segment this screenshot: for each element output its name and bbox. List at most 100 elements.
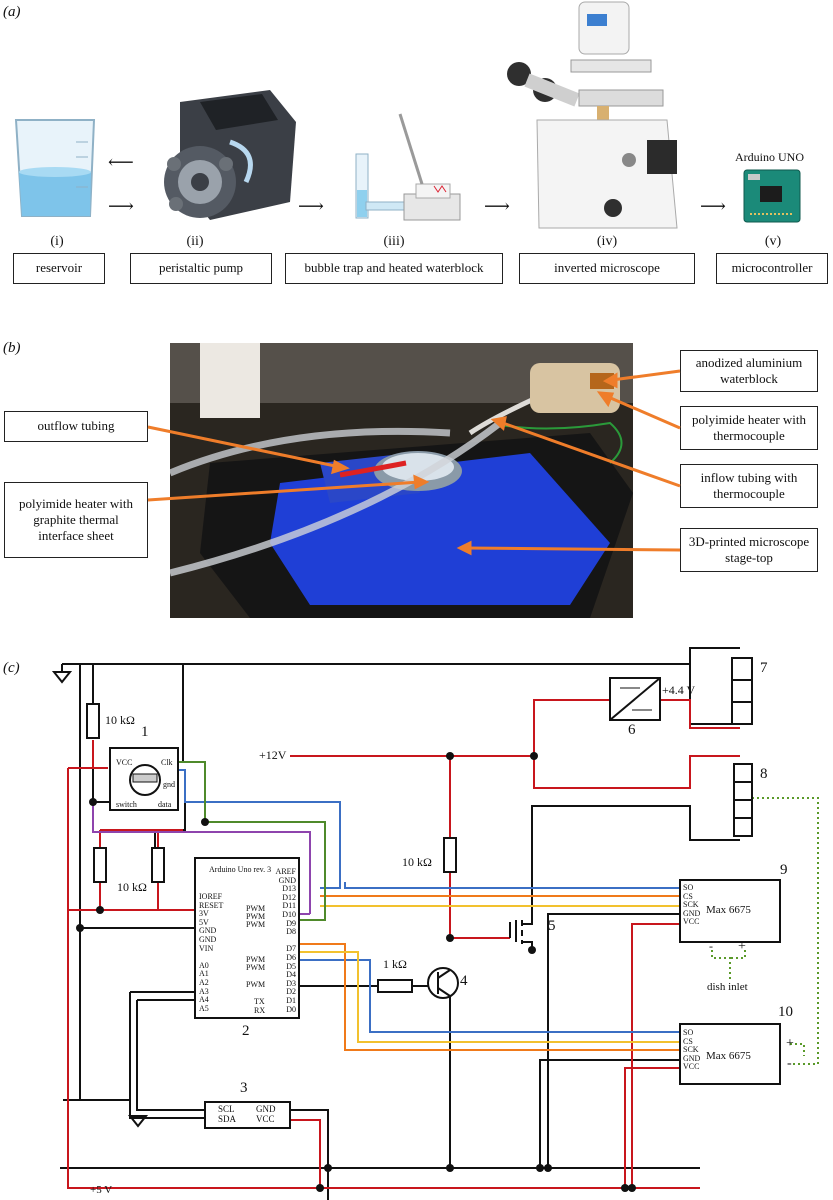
pwm-label: PWM — [246, 963, 266, 972]
max-pin: CS — [683, 891, 693, 901]
setup-photo — [170, 343, 633, 618]
encoder-pin: switch — [116, 800, 137, 809]
pwm-label: PWM — [246, 912, 266, 921]
component-number: 1 — [141, 724, 149, 740]
component-number: 10 — [778, 1004, 793, 1020]
max-pin: CS — [683, 1036, 693, 1046]
label-microcontroller: microcontroller — [716, 253, 828, 284]
arduino-title: Arduino Uno rev. 3 — [209, 865, 272, 874]
arduino-pin: A0 — [199, 960, 209, 970]
arduino-pin: A5 — [199, 1003, 209, 1013]
callout-waterblock: anodized aluminium waterblock — [680, 350, 818, 392]
arduino-pin: RESET — [199, 900, 224, 910]
encoder-pin: VCC — [116, 758, 133, 767]
arduino-pin: GND — [199, 926, 217, 936]
pwm-label: PWM — [246, 955, 266, 964]
callout-heater-graphite: polyimide heater with graphite thermal i… — [4, 482, 148, 558]
dish-inlet-label: dish inlet — [707, 981, 748, 993]
arduino-pin: AREF — [275, 867, 296, 876]
peristaltic-pump-icon — [164, 90, 296, 220]
display-pin: SCL — [218, 1104, 235, 1114]
max-pin: SCK — [683, 1045, 699, 1055]
pwm-label: PWM — [246, 904, 266, 913]
minus-sign: - — [787, 1056, 792, 1071]
resistor-label: 1 kΩ — [383, 957, 407, 971]
arduino-pin: D12 — [282, 892, 296, 902]
arduino-pin: D8 — [286, 927, 296, 937]
arduino-pin: D5 — [286, 961, 296, 971]
max-pin: GND — [683, 908, 701, 918]
plus-sign: + — [786, 1036, 794, 1051]
rx-label: RX — [254, 1006, 266, 1015]
callout-heater-thermocouple: polyimide heater with thermocouple — [680, 406, 818, 450]
max-pin: GND — [683, 1053, 701, 1063]
arrow-right-icon: ⟶ — [108, 196, 134, 216]
callout-inflow-tubing: inflow tubing with thermocouple — [680, 464, 818, 508]
arduino-pin: D2 — [286, 987, 296, 997]
component-number: 6 — [628, 722, 636, 738]
item-number: (iv) — [596, 234, 618, 249]
pwm-label: PWM — [246, 920, 266, 929]
arduino-pin: D11 — [282, 901, 296, 911]
arduino-pin: D13 — [282, 884, 296, 894]
bubble-trap-waterblock-icon — [355, 113, 461, 221]
label-peristaltic-pump: peristaltic pump — [130, 253, 272, 284]
component-number: 2 — [242, 1023, 250, 1039]
arduino-pin: D10 — [282, 909, 296, 919]
microscope-icon — [507, 1, 678, 229]
max-pin: SCK — [683, 900, 699, 910]
panel-c-label: (c) — [3, 660, 20, 676]
component-number: 4 — [460, 973, 468, 989]
encoder-pin: data — [158, 800, 172, 809]
panel-b-label: (b) — [3, 340, 21, 356]
max-pin: SO — [683, 883, 694, 892]
display-pin: VCC — [256, 1114, 275, 1124]
arduino-pin: D4 — [286, 970, 296, 980]
max-pin: VCC — [683, 917, 700, 927]
arduino-pin: A2 — [199, 977, 209, 987]
circuit-schematic — [51, 647, 819, 1200]
callout-arrows — [147, 369, 681, 556]
arrow-right-icon: ⟶ — [484, 196, 510, 216]
arduino-pin: D0 — [286, 1004, 296, 1014]
arduino-pin: A4 — [199, 995, 209, 1005]
arduino-pin: 5V — [199, 917, 209, 927]
component-number: 7 — [760, 660, 768, 676]
item-number: (iii) — [383, 234, 405, 249]
label-reservoir: reservoir — [13, 253, 105, 284]
max-title: Max 6675 — [706, 904, 751, 916]
arduino-pin: D6 — [286, 952, 296, 962]
arduino-caption: Arduino UNO — [735, 150, 804, 164]
component-number: 8 — [760, 766, 768, 782]
arduino-pin: GND — [199, 934, 217, 944]
voltage-4v4: +4.4 V — [662, 683, 696, 697]
arduino-pin: VIN — [199, 943, 214, 953]
arduino-pin: A1 — [199, 969, 209, 979]
display-pin: SDA — [218, 1114, 237, 1124]
arduino-board-icon — [743, 169, 801, 223]
arduino-pin: D7 — [286, 944, 296, 954]
arduino-pin: D1 — [286, 995, 296, 1005]
voltage-12v: +12V — [259, 748, 287, 762]
encoder-pin: gnd — [163, 780, 175, 789]
voltage-5v: +5 V — [90, 1184, 113, 1196]
max-pin: VCC — [683, 1062, 700, 1072]
arduino-pin: 3V — [199, 909, 209, 919]
minus-sign: - — [709, 939, 713, 953]
arduino-pin: A3 — [199, 986, 209, 996]
resistor-label: 10 kΩ — [105, 713, 135, 727]
component-number: 5 — [548, 918, 556, 934]
item-number: (i) — [50, 234, 64, 249]
beaker-icon — [14, 119, 96, 217]
callout-outflow-tubing: outflow tubing — [4, 411, 148, 442]
pwm-label: PWM — [246, 980, 266, 989]
arduino-pin: D3 — [286, 978, 296, 988]
item-number: (ii) — [186, 234, 204, 249]
resistor-label: 10 kΩ — [402, 855, 432, 869]
max-title: Max 6675 — [706, 1050, 751, 1062]
arrow-right-icon: ⟶ — [700, 196, 726, 216]
